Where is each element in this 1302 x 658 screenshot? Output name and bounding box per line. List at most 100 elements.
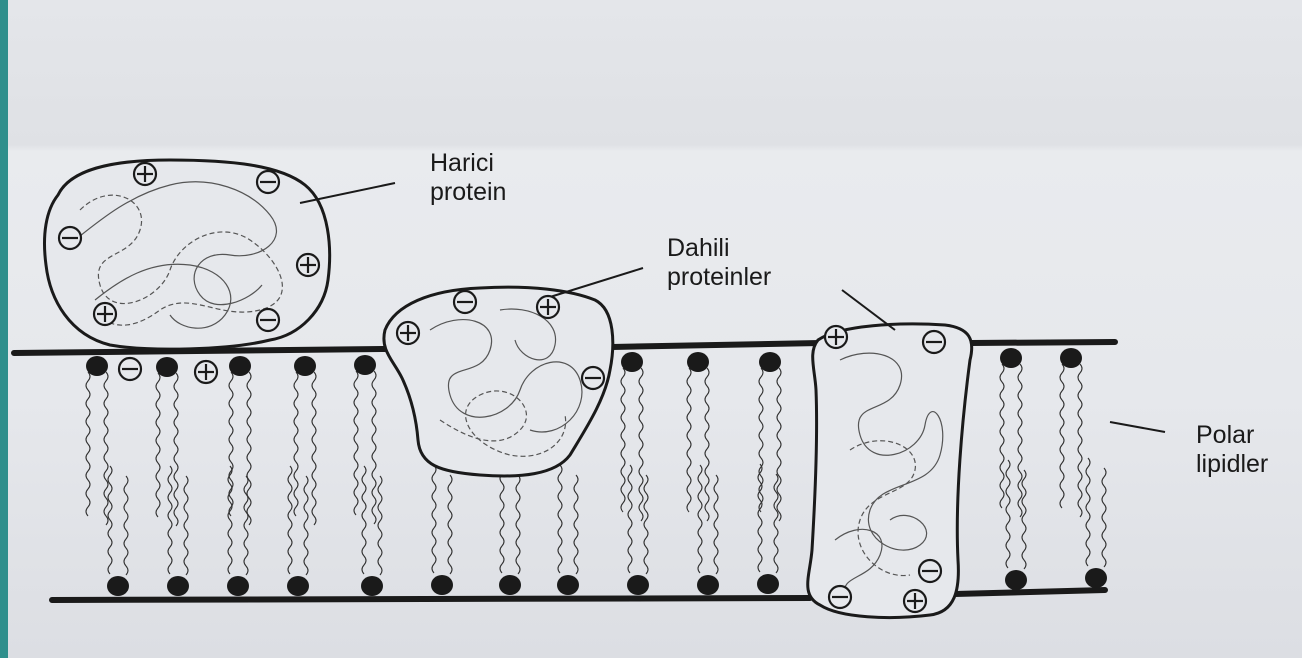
lipid-tail	[184, 476, 188, 575]
lipid-head	[167, 576, 189, 596]
label-peripheral-protein: Harici protein	[430, 149, 506, 207]
lipid-head	[557, 575, 579, 595]
lipid-bottom	[361, 466, 383, 596]
positive-charge-icon	[134, 163, 156, 185]
lipid-head	[86, 356, 108, 376]
lipid-tail	[247, 372, 251, 525]
lipid-tail	[378, 476, 382, 575]
negative-charge-icon	[119, 358, 141, 380]
lipid-bottom	[431, 465, 453, 595]
lipid-tail	[1102, 468, 1106, 567]
lipid-top	[156, 357, 178, 526]
negative-charge-icon	[257, 309, 279, 331]
lipid-tail	[304, 476, 308, 575]
lipid-head	[621, 352, 643, 372]
bottom-membrane-line	[955, 590, 1105, 594]
lipid-tail	[362, 466, 366, 574]
lipid-tail	[108, 466, 112, 574]
lipid-head	[107, 576, 129, 596]
lipid-top	[1000, 348, 1022, 517]
label-line: Harici	[430, 149, 506, 178]
lipid-tail	[714, 475, 718, 574]
integral-protein-right	[808, 324, 972, 618]
lipid-head	[697, 575, 719, 595]
lipid-bottom	[499, 465, 521, 595]
lipid-head	[757, 574, 779, 594]
negative-charge-icon	[257, 171, 279, 193]
lipid-tail	[354, 371, 358, 515]
lipid-tail	[1006, 460, 1010, 568]
label-polar-lipids: Polar lipidler	[1196, 421, 1268, 479]
lipid-top	[354, 355, 376, 524]
lipid-tail	[312, 372, 316, 525]
positive-charge-icon	[297, 254, 319, 276]
lipid-bottom	[627, 465, 649, 595]
lipid-tail	[104, 372, 108, 525]
lipid-head	[361, 576, 383, 596]
lipid-tail	[432, 465, 436, 573]
leader-line-dahili-left	[550, 268, 643, 297]
label-line: protein	[430, 178, 506, 207]
label-line: Polar	[1196, 421, 1268, 450]
negative-charge-icon	[923, 331, 945, 353]
lipid-tail	[500, 465, 504, 573]
negative-charge-icon	[59, 227, 81, 249]
lipid-head	[227, 576, 249, 596]
lipid-tail	[628, 465, 632, 573]
lipid-tail	[621, 368, 625, 512]
lipid-tail	[372, 371, 376, 524]
lipid-tail	[124, 476, 128, 575]
positive-charge-icon	[537, 296, 559, 318]
lipid-bottom	[107, 466, 129, 596]
lipid-head	[431, 575, 453, 595]
lipid-head	[1005, 570, 1027, 590]
peripheral-protein	[45, 160, 330, 349]
peripheral-protein-outline	[45, 160, 330, 349]
leader-line-polar	[1110, 422, 1165, 432]
lipid-head	[1085, 568, 1107, 588]
bottom-membrane-line	[52, 598, 810, 600]
lipid-bottom	[1085, 458, 1107, 588]
lipid-tail	[1086, 458, 1090, 566]
lipid-tail	[574, 475, 578, 574]
lipid-tail	[448, 475, 452, 574]
lipid-head	[499, 575, 521, 595]
lipid-top	[86, 356, 108, 525]
leader-line-dahili-right	[842, 290, 895, 330]
lipid-tail	[1078, 364, 1082, 517]
positive-charge-icon	[904, 590, 926, 612]
lipid-tail	[288, 466, 292, 574]
lipid-bottom	[227, 466, 249, 596]
lipid-tail	[156, 373, 160, 517]
lipid-head	[294, 356, 316, 376]
negative-charge-icon	[582, 367, 604, 389]
lipid-head	[759, 352, 781, 372]
lipid-top	[621, 352, 643, 521]
lipid-tail	[558, 465, 562, 573]
lipid-bottom	[557, 465, 579, 595]
negative-charge-icon	[829, 586, 851, 608]
lipid-bottom	[1005, 460, 1027, 590]
lipid-tail	[644, 475, 648, 574]
label-line: lipidler	[1196, 450, 1268, 479]
lipid-head	[156, 357, 178, 377]
lipid-tail	[516, 475, 520, 574]
lipid-tail	[1022, 470, 1026, 569]
label-integral-proteins: Dahili proteinler	[667, 234, 771, 292]
lipid-head	[229, 356, 251, 376]
lipid-head	[354, 355, 376, 375]
lipid-tail	[174, 373, 178, 526]
lipid-head	[627, 575, 649, 595]
label-line: proteinler	[667, 263, 771, 292]
lipid-head	[1000, 348, 1022, 368]
lipid-tail	[1000, 364, 1004, 508]
label-line: Dahili	[667, 234, 771, 263]
lipid-tail	[758, 464, 762, 572]
lipid-head	[287, 576, 309, 596]
negative-charge-icon	[919, 560, 941, 582]
lipid-tail	[698, 465, 702, 573]
negative-charge-icon	[454, 291, 476, 313]
lipid-tail	[86, 372, 90, 516]
